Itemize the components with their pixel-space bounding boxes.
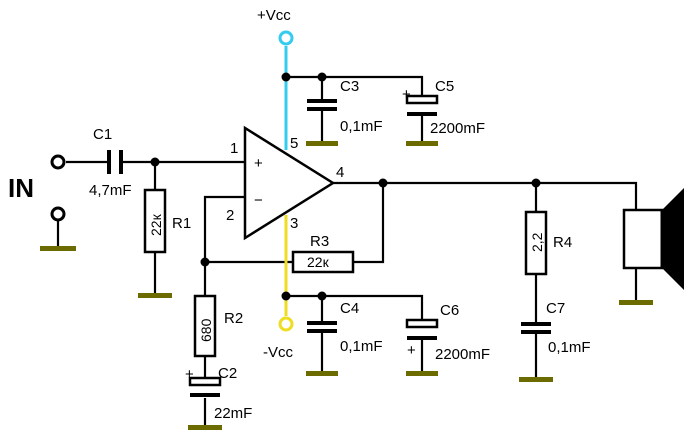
wires bbox=[66, 75, 638, 425]
c4-name: C4 bbox=[340, 300, 359, 317]
ground-symbol bbox=[40, 246, 76, 251]
junctions bbox=[150, 72, 541, 301]
speaker-magnet bbox=[622, 208, 664, 270]
c6-value: 2200mF bbox=[435, 346, 490, 363]
ground-symbol bbox=[406, 141, 438, 146]
c3-name: C3 bbox=[340, 78, 359, 95]
c2-value: 22mF bbox=[214, 405, 252, 422]
vcc-neg-label: -Vcc bbox=[263, 344, 294, 361]
c7-value: 0,1mF bbox=[548, 339, 591, 356]
ground-symbol bbox=[306, 141, 338, 146]
junction-dot bbox=[281, 72, 291, 82]
junction-dot bbox=[150, 157, 160, 167]
input-label: IN bbox=[8, 173, 34, 203]
r1-name: R1 bbox=[172, 215, 191, 232]
junction-dot bbox=[200, 257, 210, 267]
r1-body bbox=[143, 188, 167, 254]
r2-value: 680 bbox=[198, 318, 214, 342]
c5-value: 2200mF bbox=[430, 120, 485, 137]
opamp-plus-sign: + bbox=[254, 155, 263, 172]
pin2-wire bbox=[203, 195, 245, 296]
ground-symbol bbox=[619, 300, 653, 305]
c5-plate-positive bbox=[405, 94, 439, 105]
input-ground-terminal bbox=[50, 206, 66, 222]
ground-symbol bbox=[138, 293, 172, 298]
ground-symbol bbox=[406, 371, 438, 376]
ground-symbol bbox=[306, 371, 338, 376]
c1-name: C1 bbox=[93, 126, 112, 143]
positive-supply-terminal bbox=[278, 30, 294, 46]
c6-plus-mark: + bbox=[407, 342, 416, 359]
opamp-triangle bbox=[243, 125, 336, 241]
r3-value: 22к bbox=[307, 254, 330, 270]
pin5-label: 5 bbox=[290, 135, 298, 152]
c5-plus-mark: + bbox=[402, 86, 411, 103]
c1-value: 4,7mF bbox=[89, 182, 132, 199]
pin4-label: 4 bbox=[336, 164, 344, 181]
r4-value: 2,2 bbox=[529, 232, 545, 252]
negative-supply-terminal bbox=[278, 316, 294, 332]
input-terminal bbox=[50, 154, 66, 170]
pin1-label: 1 bbox=[230, 140, 238, 157]
c5-name: C5 bbox=[435, 78, 454, 95]
r3-name: R3 bbox=[310, 233, 329, 250]
c6-plate-positive bbox=[405, 318, 439, 329]
ground-symbol bbox=[519, 377, 553, 382]
pin2-label: 2 bbox=[226, 207, 234, 224]
c3-value: 0,1mF bbox=[340, 118, 383, 135]
c6-name: C6 bbox=[440, 302, 459, 319]
vcc-pos-label: +Vcc bbox=[257, 7, 291, 24]
r4-name: R4 bbox=[553, 234, 572, 251]
r2-name: R2 bbox=[224, 310, 243, 327]
vcc-pos-rail bbox=[286, 75, 424, 95]
r4-body bbox=[524, 210, 548, 276]
junction-dot bbox=[317, 72, 327, 82]
ground-symbol bbox=[188, 425, 222, 430]
c2-name: C2 bbox=[218, 365, 237, 382]
ground-symbols bbox=[40, 141, 653, 430]
r2-body bbox=[193, 294, 217, 358]
r3-right-wire bbox=[353, 183, 385, 264]
output-wire bbox=[333, 181, 638, 210]
junction-dot bbox=[317, 291, 327, 301]
c4-value: 0,1mF bbox=[340, 338, 383, 355]
c7-name: C7 bbox=[546, 300, 565, 317]
junction-dot bbox=[531, 178, 541, 188]
r1-value: 22к bbox=[148, 213, 164, 236]
speaker-cone bbox=[662, 188, 684, 290]
c2-plus-mark: + bbox=[185, 366, 194, 383]
c2-plate-positive bbox=[188, 376, 222, 387]
pin3-label: 3 bbox=[290, 215, 298, 232]
junction-dot bbox=[281, 291, 291, 301]
vcc-neg-rail bbox=[286, 294, 424, 320]
opamp-minus-sign: − bbox=[254, 192, 263, 209]
r3-body bbox=[291, 250, 355, 274]
junction-dot bbox=[378, 178, 388, 188]
